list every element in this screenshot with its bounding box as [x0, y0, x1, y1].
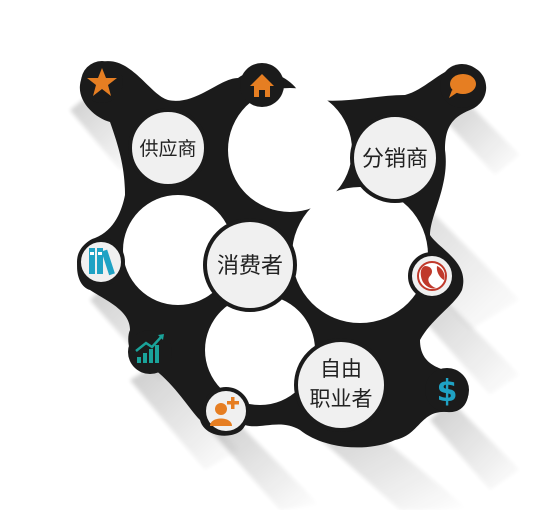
home-icon — [240, 63, 284, 107]
bar-chart-growth-icon — [128, 330, 172, 374]
star-icon — [81, 61, 123, 103]
node-label-supplier: 供应商 — [139, 138, 196, 160]
node-label-freelancer-line1: 自由 — [320, 357, 362, 381]
svg-text:$: $ — [437, 374, 458, 409]
negative-spaces — [123, 88, 428, 405]
node-label-distributor: 分销商 — [362, 147, 428, 172]
node-label-freelancer-line2: 职业者 — [310, 387, 373, 411]
node-consumer: 消费者 — [203, 218, 297, 312]
add-user-icon — [202, 387, 250, 435]
node-distributor: 分销商 — [350, 113, 440, 203]
binders-icon — [77, 238, 125, 286]
globe-icon — [408, 252, 456, 300]
node-label-consumer: 消费者 — [217, 254, 283, 279]
node-supplier: 供应商 — [128, 108, 208, 188]
dollar-icon: $ — [425, 368, 469, 412]
node-freelancer: 自由 职业者 — [294, 338, 388, 432]
speech-bubble-icon — [440, 64, 484, 108]
